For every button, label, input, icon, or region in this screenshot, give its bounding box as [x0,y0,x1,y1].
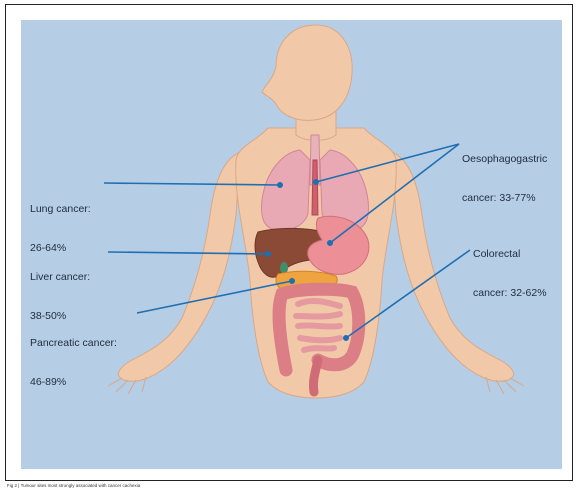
colorectal-cancer-label-line1: Colorectal [473,248,547,261]
oesophagogastric-cancer-label-line2: cancer: 33-77% [462,192,547,205]
stomach-pointer-end [328,241,332,245]
pancreatic-cancer-label: Pancreatic cancer: 46-89% [30,311,117,402]
oesophagus-pointer-end [314,180,318,184]
liver-cancer-label-line1: Liver cancer: [30,271,90,284]
pancreatic-cancer-label-line1: Pancreatic cancer: [30,337,117,350]
lung-cancer-label-line1: Lung cancer: [30,203,91,216]
figure-caption: Fig 2 | Tumour sites most strongly assoc… [7,483,140,489]
oesophagogastric-cancer-label: Oesophagogastric cancer: 33-77% [462,127,547,218]
colorectal-pointer-end [344,336,348,340]
colorectal-cancer-label: Colorectal cancer: 32-62% [473,222,547,313]
liver-pointer [108,252,268,254]
lung-pointer-end [278,183,282,187]
rectum [313,360,318,392]
pancreatic-cancer-label-line2: 46-89% [30,376,117,389]
colorectal-cancer-label-line2: cancer: 32-62% [473,287,547,300]
pancreas-pointer-end [290,279,294,283]
liver-pointer-end [266,252,270,256]
oesophagus [312,160,318,215]
oesophagogastric-cancer-label-line1: Oesophagogastric [462,153,547,166]
